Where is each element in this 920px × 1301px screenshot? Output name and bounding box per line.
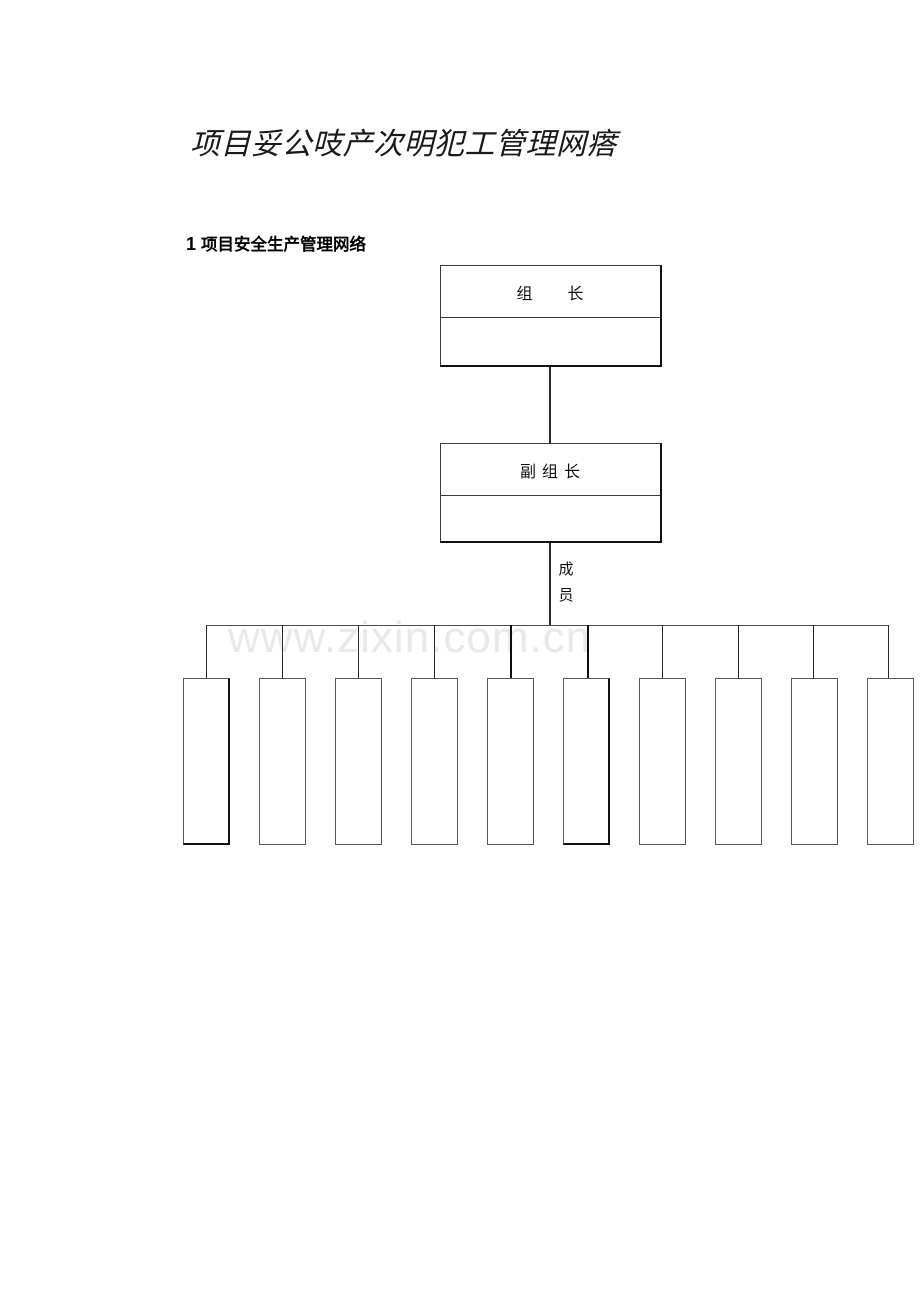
- members-label: 成 员: [558, 562, 574, 604]
- org-node-member-3: [335, 678, 382, 845]
- connector-to-member-2: [282, 625, 283, 678]
- connector-to-member-9: [813, 625, 814, 678]
- watermark-text: www.zixin.com.cn: [228, 613, 592, 662]
- section-heading-text: 项目安全生产管理网络: [201, 236, 367, 254]
- connector-to-member-3: [358, 625, 359, 678]
- org-node-member-10: [867, 678, 914, 845]
- connector-deputy-to-members: [549, 543, 551, 626]
- org-node-member-9: [791, 678, 838, 845]
- connector-leader-to-deputy: [549, 367, 551, 443]
- org-node-member-6: [563, 678, 610, 845]
- connector-to-member-7: [662, 625, 663, 678]
- connector-to-member-1: [206, 625, 207, 678]
- org-node-member-4: [411, 678, 458, 845]
- org-node-leader-label: 组 长: [441, 266, 660, 318]
- connector-to-member-6: [587, 625, 589, 678]
- org-node-member-8: [715, 678, 762, 845]
- org-node-member-5: [487, 678, 534, 845]
- org-node-deputy-leader-label: 副 组 长: [441, 444, 660, 496]
- org-node-deputy-leader: 副 组 长: [440, 443, 662, 543]
- connector-to-member-5: [510, 625, 512, 678]
- org-node-member-7: [639, 678, 686, 845]
- connector-to-member-8: [738, 625, 739, 678]
- section-number: 1: [186, 234, 197, 254]
- org-node-leader: 组 长: [440, 265, 662, 367]
- connector-to-member-10: [888, 625, 889, 678]
- document-title: 项目妥公吱产次明犯工管理网瘩: [190, 128, 617, 161]
- members-bus-line: [207, 625, 889, 626]
- connector-to-member-4: [434, 625, 435, 678]
- org-node-member-2: [259, 678, 306, 845]
- org-node-member-1: [183, 678, 230, 845]
